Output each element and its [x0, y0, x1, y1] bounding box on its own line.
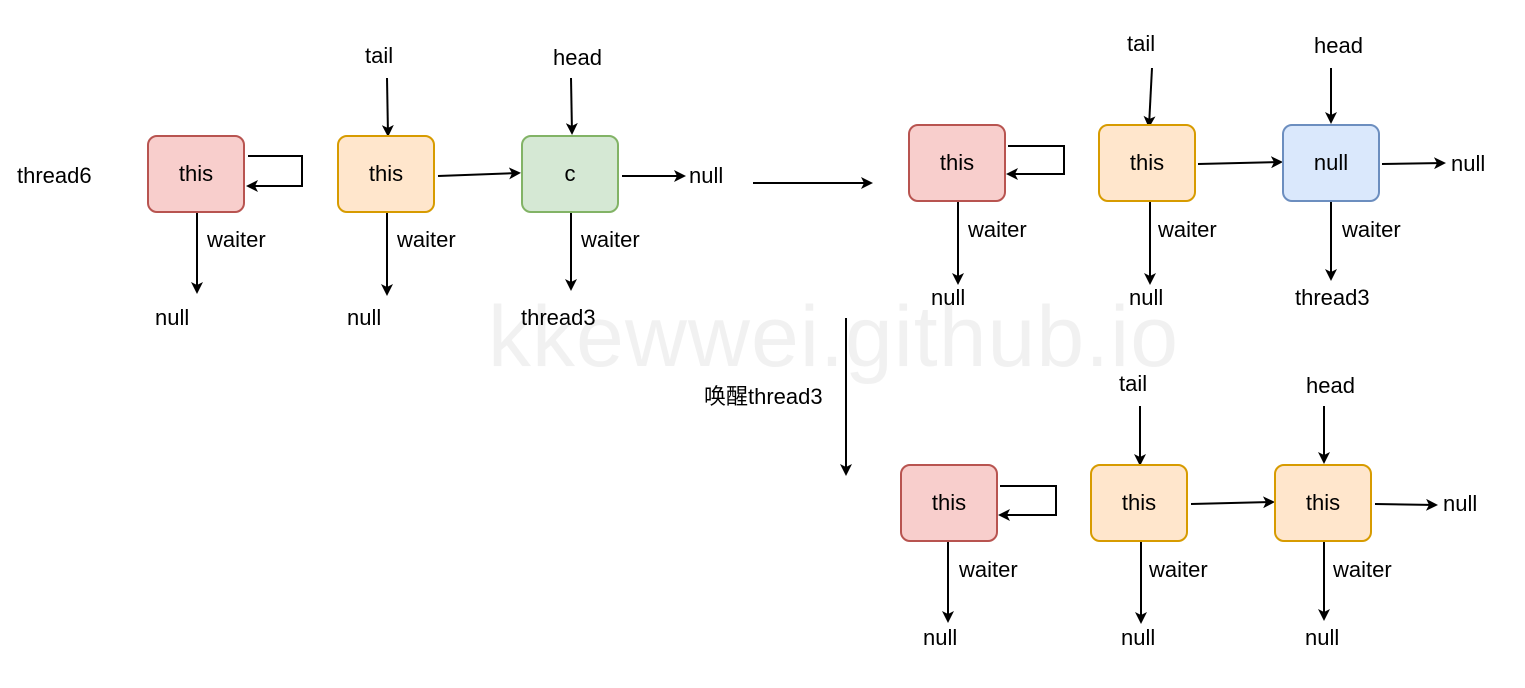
head-label: head: [1314, 33, 1363, 58]
waiter-label: waiter: [1342, 217, 1401, 242]
tail-arrow: [381, 77, 394, 137]
node-this: this: [908, 124, 1006, 202]
next-arrow: [1190, 496, 1275, 509]
waiter-target: null: [1305, 625, 1340, 650]
waiter-target: null: [1121, 625, 1156, 650]
node-label: this: [1129, 150, 1165, 175]
head-label: head: [553, 45, 602, 70]
node-label: this: [1305, 490, 1341, 515]
watermark: kkewwei.github.io: [488, 289, 1180, 385]
waiter-label: waiter: [1333, 557, 1392, 582]
waiter-label: waiter: [968, 217, 1027, 242]
waiter-target: thread3: [521, 305, 596, 330]
head-label: head: [1306, 373, 1355, 398]
next-arrow: [437, 167, 521, 180]
waiter-target: null: [155, 305, 190, 330]
waiter-target: null: [1129, 285, 1164, 310]
node-tail: this: [1090, 464, 1188, 542]
node-this: this: [147, 135, 245, 213]
node-label: this: [939, 150, 975, 175]
next-arrow: [1197, 156, 1283, 169]
node-head: c: [521, 135, 619, 213]
self-loop-arrow: [998, 485, 1057, 521]
waiter-label: waiter: [207, 227, 266, 252]
waiter-label: waiter: [1158, 217, 1217, 242]
node-tail: this: [337, 135, 435, 213]
waiter-label: waiter: [959, 557, 1018, 582]
waiter-label: waiter: [1149, 557, 1208, 582]
node-this: this: [900, 464, 998, 542]
node-label: this: [1121, 490, 1157, 515]
waiter-target: thread3: [1295, 285, 1370, 310]
next-end-label: null: [1451, 151, 1486, 176]
waiter-label: waiter: [397, 227, 456, 252]
waiter-target: null: [931, 285, 966, 310]
tail-label: tail: [1127, 31, 1156, 56]
tail-label: tail: [365, 43, 394, 68]
transition-label: 唤醒thread3: [704, 384, 823, 409]
next-end-label: null: [689, 163, 724, 188]
node-label: c: [564, 161, 576, 186]
node-label: this: [368, 161, 404, 186]
next-arrow: [1381, 157, 1446, 170]
waiter-target: null: [923, 625, 958, 650]
node-head: this: [1274, 464, 1372, 542]
next-arrow: [1374, 498, 1438, 511]
waiter-label: waiter: [581, 227, 640, 252]
self-loop-arrow: [246, 155, 303, 192]
node-tail: this: [1098, 124, 1196, 202]
tail-label: tail: [1119, 371, 1148, 396]
waiter-target: null: [347, 305, 382, 330]
next-end-label: null: [1443, 491, 1478, 516]
thread-label: thread6: [17, 163, 92, 188]
node-label: this: [931, 490, 967, 515]
node-label: this: [178, 161, 214, 186]
node-label: null: [1313, 150, 1349, 175]
head-arrow: [565, 77, 578, 135]
tail-arrow: [1143, 67, 1156, 128]
self-loop-arrow: [1006, 145, 1065, 180]
node-head: null: [1282, 124, 1380, 202]
